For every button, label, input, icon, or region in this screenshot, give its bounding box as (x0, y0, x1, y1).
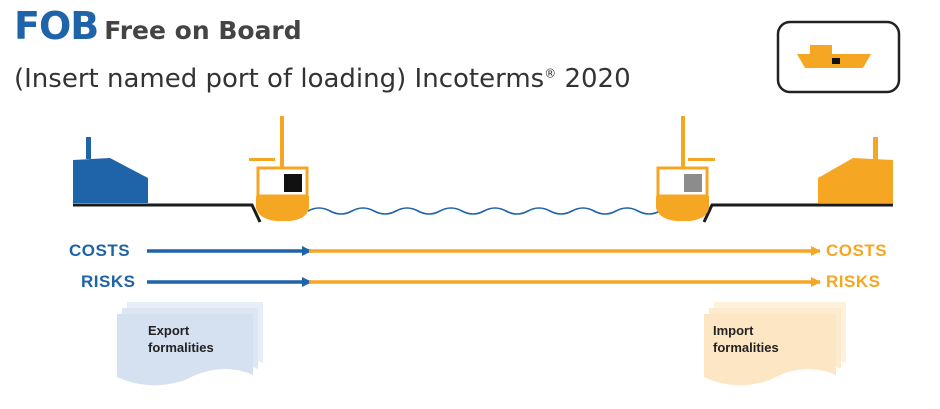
costs-buyer-label: COSTS (826, 241, 888, 260)
export-document-stack-icon (117, 302, 263, 386)
subtitle-year: 2020 (556, 64, 631, 94)
seller-warehouse-icon (73, 137, 148, 203)
export-line-2: formalities (148, 340, 214, 355)
buyer-warehouse-icon (818, 137, 893, 203)
import-formalities-label: Import formalities (713, 322, 779, 356)
origin-quay-line (73, 203, 262, 223)
import-document-stack-icon (704, 302, 846, 386)
import-line-2: formalities (713, 340, 779, 355)
sea-waves-icon (307, 207, 661, 215)
import-line-1: Import (713, 323, 754, 338)
subtitle-text: (Insert named port of loading) Incoterms (14, 64, 545, 94)
export-line-1: Export (148, 323, 190, 338)
risks-buyer-label: RISKS (826, 272, 881, 291)
registered-mark: ® (544, 66, 557, 81)
page-subtitle: (Insert named port of loading) Incoterms… (14, 64, 631, 94)
incoterm-code: FOB (14, 4, 99, 48)
destination-ship-icon (656, 116, 715, 221)
origin-ship-icon (249, 116, 309, 221)
export-formalities-label: Export formalities (148, 322, 214, 356)
destination-quay-line (702, 203, 893, 223)
costs-seller-label: COSTS (69, 241, 131, 260)
ship-badge-icon (776, 20, 901, 94)
risks-seller-label: RISKS (81, 272, 136, 291)
incoterm-name: Free on Board (104, 16, 302, 45)
